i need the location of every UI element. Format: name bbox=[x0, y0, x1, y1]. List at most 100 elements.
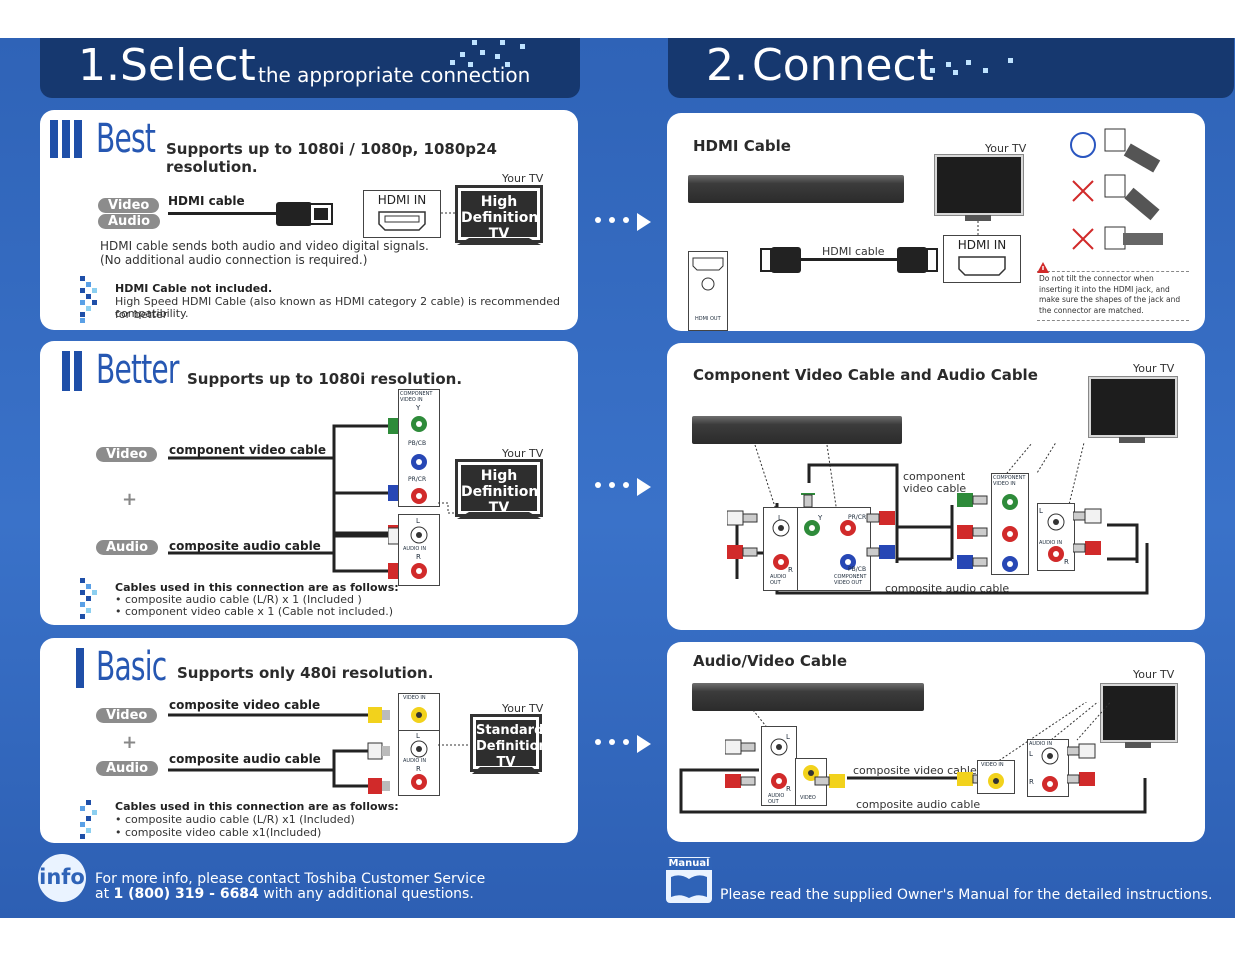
warning-note: Do not tilt the connector when inserting… bbox=[1037, 262, 1189, 321]
dotted-connector bbox=[977, 221, 979, 235]
player-rear-illustration bbox=[692, 416, 902, 444]
tier-support-text: Supports only 480i resolution. bbox=[177, 664, 434, 682]
hd-tv-icon: High Definition TV bbox=[455, 185, 543, 243]
note-line2: compatibility. bbox=[115, 307, 189, 320]
your-tv-label: Your TV bbox=[1133, 668, 1175, 681]
composite-video-cable-label: composite video cable bbox=[169, 698, 321, 712]
note-bullet-icon bbox=[80, 800, 97, 839]
tier-best: Best bbox=[96, 116, 156, 162]
composite-audio-cable-label: composite audio cable bbox=[856, 798, 981, 811]
composite-video-cable-label: composite video cable bbox=[853, 764, 977, 777]
tier-better: Better bbox=[96, 347, 179, 393]
step-title: Select bbox=[120, 40, 256, 91]
note-bullet-icon bbox=[80, 578, 97, 619]
arrow-better-to-component bbox=[593, 473, 663, 497]
note-line1: • composite audio cable (L/R) x1 (Includ… bbox=[115, 813, 355, 826]
connect-av-panel: Audio/Video Cable Your TV L R AUDIO OUT … bbox=[667, 642, 1205, 842]
tier-support-text: Supports up to 1080i / 1080p, 1080p24 re… bbox=[166, 140, 497, 176]
composite-audio-cable-label: composite audio cable bbox=[169, 539, 321, 553]
tv-component-plugs bbox=[957, 493, 988, 569]
panel-title: Component Video Cable and Audio Cable bbox=[693, 366, 1038, 384]
step-title: Connect bbox=[752, 40, 934, 91]
tv-audio-in-jacks: L AUDIO IN R bbox=[1037, 503, 1075, 571]
tv-audio-plugs bbox=[1073, 508, 1102, 555]
player-hdmi-out-port: HDMI OUT bbox=[688, 251, 728, 331]
connector-orientation-icons bbox=[1070, 128, 1163, 250]
contact-suffix: with any additional questions. bbox=[258, 886, 474, 902]
hdmi-description-line1: HDMI cable sends both audio and video di… bbox=[100, 239, 429, 253]
tier-basic: Basic bbox=[96, 644, 167, 690]
better-panel: Better Supports up to 1080i resolution. … bbox=[40, 341, 578, 625]
composite-audio-cable-label: composite audio cable bbox=[169, 752, 321, 766]
player-rear-illustration bbox=[688, 175, 904, 203]
hdmi-cable-illustration bbox=[168, 202, 333, 226]
note-line2: • composite video cable x1(Included) bbox=[115, 826, 322, 839]
tv-video-jack: VIDEO IN bbox=[398, 693, 440, 731]
hdmi-description-line2: (No additional audio connection is requi… bbox=[100, 253, 368, 267]
note-title: Cables used in this connection are as fo… bbox=[115, 581, 399, 594]
video-pill: Video bbox=[96, 447, 158, 462]
tv-audio-plugs bbox=[1067, 743, 1096, 786]
dotted-connector bbox=[438, 502, 458, 514]
select-header: 1. Select the appropriate connection bbox=[40, 38, 580, 98]
your-tv-label: Your TV bbox=[985, 142, 1027, 155]
composite-audio-cable-label: composite audio cable bbox=[885, 582, 1010, 595]
tv-audio-in-jacks: AUDIO IN L R bbox=[1027, 739, 1069, 797]
contact-line1: For more info, please contact Toshiba Cu… bbox=[95, 871, 486, 887]
hdmi-cable-illustration bbox=[760, 247, 938, 273]
connect-header: 2. Connect bbox=[668, 38, 1234, 98]
connection-diagram bbox=[679, 702, 1147, 814]
player-side-plugs bbox=[727, 493, 895, 559]
step-number: 1. bbox=[78, 40, 120, 91]
your-tv-label: Your TV bbox=[502, 447, 544, 460]
best-panel: Best Supports up to 1080i / 1080p, 1080p… bbox=[40, 110, 578, 330]
connect-hdmi-panel: HDMI Cable Your TV HDMI IN HDMI OUT HDMI… bbox=[667, 113, 1205, 331]
panel-title: HDMI Cable bbox=[693, 137, 791, 155]
contact-line2: at 1 (800) 319 - 6684 with any additiona… bbox=[95, 887, 474, 902]
tv-video-in-jack: VIDEO IN bbox=[977, 760, 1015, 794]
manual-icon: Manual bbox=[666, 857, 712, 903]
tv-label: High Definition TV bbox=[461, 191, 538, 242]
note-line2: • component video cable x 1 (Cable not i… bbox=[115, 605, 393, 618]
audio-pill: Audio bbox=[96, 540, 159, 555]
hdmi-in-port: HDMI IN bbox=[363, 190, 441, 238]
tv-hdmi-in-port: HDMI IN bbox=[943, 235, 1021, 283]
note-bullet-icon bbox=[80, 276, 97, 323]
tv-audio-jacks: L AUDIO IN R bbox=[398, 514, 440, 586]
composite-cable-illustration bbox=[168, 707, 390, 794]
audio-pill: Audio bbox=[98, 214, 161, 229]
video-pill: Video bbox=[98, 198, 160, 213]
hd-tv-icon: High Definition TV bbox=[455, 459, 543, 517]
dotted-connector bbox=[438, 744, 470, 746]
arrow-basic-to-av bbox=[593, 730, 663, 754]
hdmi-cable-label: HDMI cable bbox=[822, 245, 885, 258]
video-pill: Video bbox=[96, 708, 158, 723]
tv-base bbox=[457, 512, 541, 519]
your-tv-label: Your TV bbox=[502, 702, 544, 715]
component-cable-label-line2: video cable bbox=[903, 482, 967, 495]
component-video-cable-label: component video cable bbox=[169, 443, 326, 457]
hdmi-cable-label: HDMI cable bbox=[168, 194, 245, 208]
arrow-best-to-hdmi bbox=[593, 208, 663, 232]
tv-component-jacks: COMPONENT VIDEO IN Y PB/CB PR/CR bbox=[398, 389, 440, 507]
manual-note: Please read the supplied Owner's Manual … bbox=[720, 887, 1213, 903]
component-cable-label-line1: component bbox=[903, 470, 966, 483]
panel-title: Audio/Video Cable bbox=[693, 652, 848, 670]
tv-base bbox=[472, 767, 540, 774]
manual-icon-label: Manual bbox=[666, 858, 712, 870]
tv-label: High Definition TV bbox=[461, 465, 538, 516]
your-tv-label: Your TV bbox=[1133, 362, 1175, 375]
tv-label: Standard Definition TV bbox=[476, 720, 548, 770]
player-component-out-jacks: Y PR/CR PB/CB COMPONENT VIDEO OUT bbox=[797, 507, 871, 591]
step-number: 2. bbox=[706, 40, 748, 91]
audio-pill: Audio bbox=[96, 761, 159, 776]
basic-panel: Basic Supports only 480i resolution. Vid… bbox=[40, 638, 578, 843]
step-subtitle: the appropriate connection bbox=[258, 63, 531, 87]
tv-component-in-jacks: COMPONENT VIDEO IN bbox=[991, 473, 1029, 575]
note-title: Cables used in this connection are as fo… bbox=[115, 800, 399, 813]
plus-sign: + bbox=[122, 732, 138, 753]
sd-tv-icon: Standard Definition TV bbox=[470, 714, 548, 772]
plus-sign: + bbox=[122, 489, 138, 510]
player-side-plugs bbox=[725, 739, 845, 788]
tier-support-text: Supports up to 1080i resolution. bbox=[187, 370, 463, 388]
